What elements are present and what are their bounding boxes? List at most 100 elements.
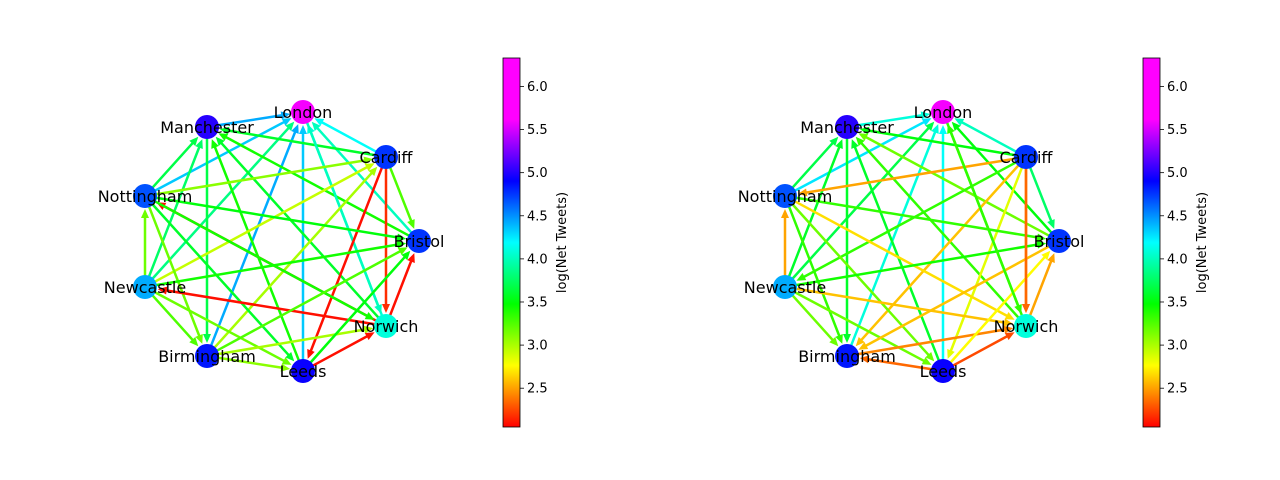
edge-arrowhead-cardiff-to-manchester	[859, 126, 870, 135]
node-label-cardiff: Cardiff	[360, 148, 414, 167]
node-norwich	[374, 314, 398, 338]
node-birmingham	[835, 344, 859, 368]
node-layer: LondonManchesterCardiffNottinghamBristol…	[98, 100, 444, 383]
edge-nottingham-to-bristol	[795, 196, 1039, 239]
edge-arrowhead-nottingham-to-bristol	[1036, 233, 1047, 242]
edge-arrowhead-nottingham-to-bristol	[396, 233, 407, 242]
node-label-manchester: Manchester	[800, 118, 894, 137]
edge-nottingham-to-cardiff	[155, 159, 366, 196]
colorbar-frame	[502, 57, 521, 428]
edge-arrowhead-newcastle-to-bristol	[396, 240, 407, 249]
edge-birmingham-to-norwich	[217, 328, 366, 356]
node-leeds	[931, 359, 955, 383]
edge-nottingham-to-leeds	[151, 203, 290, 356]
node-label-nottingham: Nottingham	[738, 187, 833, 206]
edge-arrowhead-bristol-to-london	[311, 121, 321, 131]
node-cardiff	[374, 145, 398, 169]
edge-cardiff-to-nottingham	[805, 157, 1016, 194]
edge-cardiff-to-london	[321, 121, 377, 153]
edge-arrowhead-cardiff-to-london	[954, 118, 965, 126]
edge-arrowhead-norwich-to-bristol	[1047, 253, 1055, 263]
colorbar-frame	[1142, 57, 1161, 428]
edge-birmingham-to-leeds	[217, 356, 283, 369]
edge-arrowhead-birmingham-to-london	[931, 124, 939, 134]
edge-arrowhead-newcastle-to-nottingham	[781, 209, 789, 218]
node-label-nottingham: Nottingham	[98, 187, 193, 206]
edge-arrowhead-norwich-to-newcastle	[157, 286, 168, 295]
edge-arrowhead-nottingham-to-cardiff	[363, 156, 374, 165]
colorbar-tick-label: 5.0	[527, 166, 548, 181]
network-panel-left: LondonManchesterCardiffNottinghamBristol…	[98, 57, 570, 428]
edge-nottingham-to-birmingham	[148, 205, 201, 337]
node-label-bristol: Bristol	[1034, 232, 1085, 251]
edge-arrowhead-newcastle-to-birmingham	[189, 337, 199, 347]
edge-arrowhead-cardiff-to-norwich	[1022, 304, 1030, 313]
node-nottingham	[133, 184, 157, 208]
node-label-leeds: Leeds	[920, 362, 967, 381]
edge-arrowhead-newcastle-to-leeds	[921, 357, 932, 365]
colorbar-tick-label: 3.0	[527, 339, 548, 354]
edge-arrowhead-birmingham-to-cardiff	[368, 166, 378, 176]
edge-arrowhead-nottingham-to-norwich	[364, 312, 375, 320]
edge-nottingham-to-manchester	[791, 142, 834, 189]
colorbar-tick-label: 3.5	[1167, 295, 1188, 310]
edge-arrowhead-manchester-to-london	[280, 111, 291, 120]
node-newcastle	[773, 275, 797, 299]
colorbar-tick-label: 6.0	[527, 80, 548, 95]
edge-arrowhead-newcastle-to-manchester	[835, 139, 843, 149]
node-bristol	[1047, 229, 1071, 253]
edge-arrowhead-cardiff-to-bristol	[407, 219, 415, 229]
edge-arrowhead-bristol-to-london	[951, 121, 961, 131]
node-london	[291, 100, 315, 124]
edge-bristol-to-birmingham	[865, 245, 1050, 347]
edge-arrowhead-newcastle-to-leeds	[281, 357, 292, 365]
edge-layer	[141, 111, 415, 372]
edge-arrowhead-newcastle-to-norwich	[1003, 318, 1014, 327]
colorbar-tick-label: 4.0	[527, 252, 548, 267]
node-birmingham	[195, 344, 219, 368]
edge-cardiff-to-manchester	[867, 129, 1016, 157]
edge-arrowhead-leeds-to-manchester	[851, 139, 859, 149]
edge-arrowhead-leeds-to-london	[939, 125, 947, 134]
edge-arrowhead-manchester-to-birmingham	[203, 334, 211, 343]
edge-cardiff-to-bristol	[389, 166, 413, 222]
edge-leeds-to-bristol	[309, 256, 406, 364]
edge-arrowhead-norwich-to-manchester	[215, 136, 225, 146]
edge-arrowhead-cardiff-to-nottingham	[797, 188, 808, 197]
edge-london-to-norwich	[306, 121, 380, 307]
edge-arrowhead-nottingham-to-birmingham	[835, 334, 843, 344]
edge-norwich-to-bristol	[1029, 260, 1053, 317]
edge-newcastle-to-leeds	[794, 291, 925, 362]
edge-arrowhead-bristol-to-birmingham	[858, 342, 869, 350]
colorbar-tick-label: 5.5	[527, 123, 548, 138]
edge-bristol-to-manchester	[865, 136, 1050, 237]
node-label-norwich: Norwich	[994, 317, 1059, 336]
node-manchester	[195, 115, 219, 139]
node-cardiff	[1014, 145, 1038, 169]
edge-arrowhead-leeds-to-london	[299, 125, 307, 134]
edge-arrowhead-bristol-to-manchester	[218, 133, 229, 141]
node-label-birmingham: Birmingham	[158, 347, 256, 366]
edge-newcastle-to-cardiff	[154, 166, 368, 283]
edge-newcastle-to-leeds	[154, 291, 285, 362]
edge-leeds-to-norwich	[952, 335, 1008, 367]
edge-arrowhead-leeds-to-bristol	[401, 250, 411, 261]
edge-arrowhead-newcastle-to-birmingham	[829, 337, 839, 347]
colorbar-tick-label: 4.0	[1167, 252, 1188, 267]
colorbar-label: log(Net Tweets)	[1195, 192, 1210, 293]
edge-arrowhead-birmingham-to-norwich	[363, 325, 374, 334]
edge-arrowhead-cardiff-to-bristol	[1047, 219, 1055, 229]
edge-newcastle-to-norwich	[795, 287, 1006, 324]
node-norwich	[1014, 314, 1038, 338]
colorbar-tick-label: 4.5	[1167, 209, 1188, 224]
edge-arrowhead-nottingham-to-london	[921, 118, 932, 126]
network-panel-right: LondonManchesterCardiffNottinghamBristol…	[738, 57, 1210, 428]
edge-leeds-to-norwich	[312, 335, 368, 367]
node-layer: LondonManchesterCardiffNottinghamBristol…	[738, 100, 1085, 383]
edge-nottingham-to-leeds	[791, 203, 930, 356]
edge-arrowhead-norwich-to-bristol	[407, 253, 415, 263]
edge-arrowhead-nottingham-to-leeds	[285, 352, 295, 362]
node-bristol	[407, 229, 431, 253]
edge-newcastle-to-london	[791, 127, 930, 280]
